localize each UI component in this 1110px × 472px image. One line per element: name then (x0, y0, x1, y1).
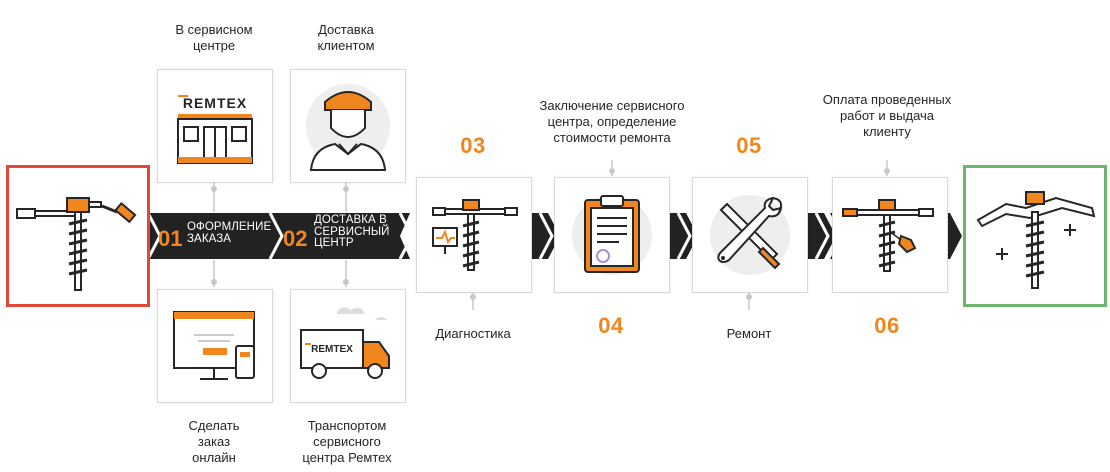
step-06-card (832, 177, 948, 293)
auger-with-tag-icon (842, 199, 934, 272)
option-client-delivery-caption: Доставка клиентом (317, 22, 375, 53)
computer-monitor-icon (173, 311, 255, 380)
clipboard-icon (572, 195, 652, 275)
option-service-transport-caption: Транспортом сервисного центра Ремтех (302, 418, 392, 465)
diagnostics-icon (432, 199, 518, 271)
service-center-building-icon: REMTEX (177, 95, 253, 164)
step-04-number: 04 (598, 313, 624, 338)
step-04-card (554, 177, 670, 293)
step-03-number: 03 (460, 133, 486, 158)
client-person-icon (306, 84, 390, 171)
step-06-caption: Оплата проведенных работ и выдача клиент… (822, 92, 952, 139)
step-05-caption: Ремонт (726, 326, 772, 341)
step-03-card (416, 177, 532, 293)
wrench-screwdriver-icon (710, 195, 790, 275)
step-06-number: 06 (874, 313, 900, 338)
option-client-delivery-card[interactable] (290, 69, 406, 183)
option-service-transport-card[interactable]: REMTEX (290, 289, 406, 403)
start-frame (6, 165, 150, 307)
truck-logo-text: REMTEX (311, 344, 353, 355)
option-in-service-center-card[interactable]: REMTEX (157, 69, 273, 183)
repaired-auger-drill-icon (976, 191, 1096, 289)
option-online-order-card[interactable] (157, 289, 273, 403)
end-frame (963, 165, 1107, 307)
band-segment-main (150, 213, 410, 259)
option-online-order-caption: Сделать заказ онлайн (188, 418, 240, 465)
step-02-number: 02 (283, 226, 308, 251)
auger-drill-icon (16, 197, 137, 291)
step-02-label: ДОСТАВКА В СЕРВИСНЫЙ ЦЕНТР (314, 214, 390, 249)
delivery-truck-icon: REMTEX (300, 307, 390, 379)
step-03-caption: Диагностика (435, 326, 511, 341)
remtex-logo-text: REMTEX (183, 95, 247, 111)
option-in-service-center-caption: В сервисном центре (175, 22, 253, 53)
step-01-number: 01 (158, 226, 183, 251)
step-04-caption: Заключение сервисного центра, определени… (539, 98, 685, 145)
step-05-card (692, 177, 808, 293)
step-05-number: 05 (736, 133, 762, 158)
step-01-label: ОФОРМЛЕНИЕ ЗАКАЗА (187, 221, 272, 245)
